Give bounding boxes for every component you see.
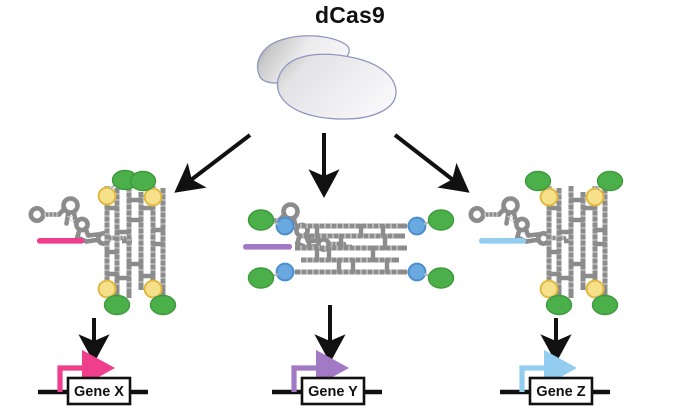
promoter-arrow-z-icon	[519, 349, 578, 392]
aptamer-inner-center-topright	[407, 216, 427, 236]
branch-arrows	[174, 133, 470, 198]
aptamer-inner-center-topleft	[275, 216, 295, 236]
effector-protein-right-bottomright	[591, 294, 619, 316]
aptamer-inner-right-bottomright	[585, 279, 605, 299]
effector-protein-left-bottomright	[149, 294, 177, 316]
aptamer-group-right	[524, 170, 624, 316]
aptamer-inner-left-topright	[143, 187, 163, 207]
gene-label-z: Gene Z	[536, 384, 585, 400]
dcas9-protein	[257, 35, 397, 120]
gene-label-y: Gene Y	[308, 384, 358, 400]
gene-box-y[interactable]	[300, 376, 366, 406]
aptamer-inner-left-top	[97, 186, 117, 206]
aptamer-inner-center-bottomright	[407, 262, 427, 282]
arrow-down-left-icon	[174, 133, 252, 193]
complex-center	[243, 205, 455, 363]
aptamer-inner-center-bottomleft	[275, 262, 295, 282]
arrow-down-right-icon	[393, 133, 470, 193]
effector-protein-center-topleft	[247, 209, 275, 231]
promoter-arrow-y-icon	[291, 349, 350, 392]
aptamer-group-center	[247, 209, 455, 289]
rna-origami-center	[295, 224, 407, 275]
gene-box-x[interactable]	[66, 376, 132, 406]
gene-construct-y: Gene Y	[272, 349, 382, 406]
promoter-arrow-x-icon	[57, 349, 116, 392]
aptamer-group-left	[97, 169, 177, 316]
aptamer-inner-right-topleft	[539, 187, 559, 207]
complex-right	[471, 170, 624, 363]
spacer-strand-center	[243, 244, 292, 250]
effector-protein-center-bottomleft	[247, 267, 275, 289]
effector-protein-left-bottomleft	[103, 294, 131, 316]
dcas9-lower-lobe	[276, 53, 397, 120]
effector-protein-right-topright	[596, 170, 624, 192]
aptamer-inner-right-topright	[585, 187, 605, 207]
gene-label-x: Gene X	[74, 384, 124, 400]
complex-left	[31, 169, 177, 363]
effector-protein-left-topright	[129, 170, 157, 192]
gene-box-z[interactable]	[528, 376, 594, 406]
gene-construct-z: Gene Z	[500, 349, 610, 406]
spacer-strand-right	[479, 238, 526, 244]
effector-protein-center-bottomright	[427, 267, 455, 289]
figure-title: dCas9	[314, 2, 386, 28]
aptamer-inner-left-bottomright	[143, 279, 163, 299]
effector-protein-right-topleft	[524, 170, 552, 192]
effector-protein-right-bottomleft	[545, 294, 573, 316]
gene-construct-x: Gene X	[38, 349, 148, 406]
effector-protein-center-topright	[427, 209, 455, 231]
spacer-strand-left	[37, 238, 84, 244]
aptamer-inner-right-bottomleft	[539, 279, 559, 299]
aptamer-inner-left-bottomleft	[97, 279, 117, 299]
sgrna-scaffold-left	[31, 199, 124, 244]
